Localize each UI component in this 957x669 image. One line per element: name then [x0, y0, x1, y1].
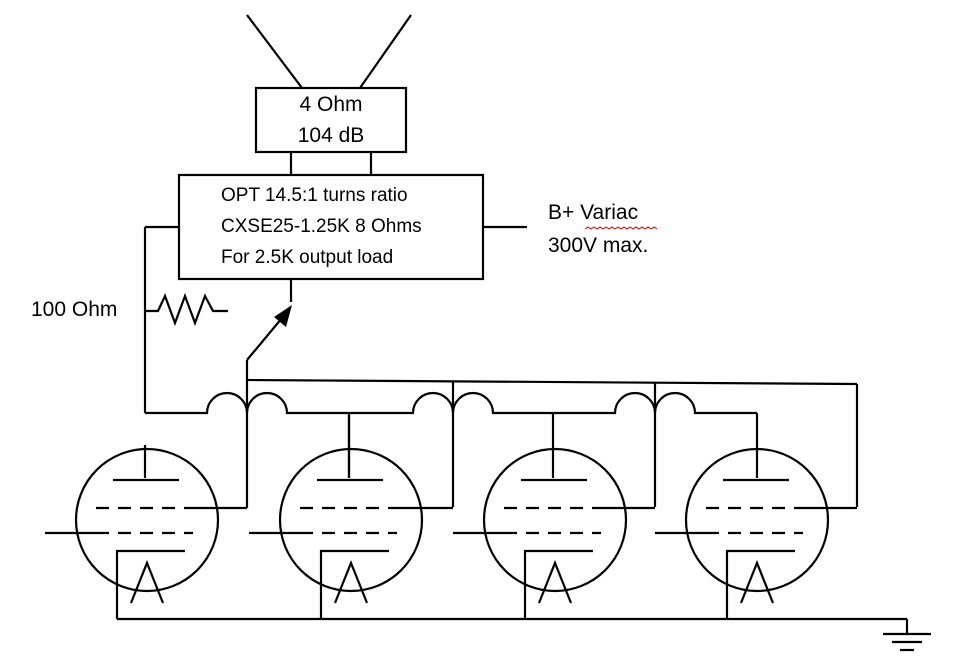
speaker-impedance-label: 4 Ohm [299, 93, 362, 116]
output-transformer: OPT 14.5:1 turns ratio CXSE25-1.25K 8 Oh… [177, 173, 485, 281]
plate-bus [145, 391, 759, 478]
supply-line-2: 300V max. [548, 234, 648, 257]
primary-lead-left [143, 225, 179, 413]
tube-1-cathode [115, 549, 185, 619]
tube-2-heater [333, 560, 369, 604]
resistor-100-ohm: 100 Ohm [31, 292, 228, 327]
transformer-line-1: OPT 14.5:1 turns ratio [221, 185, 408, 206]
tube-3-heater [537, 560, 573, 604]
tube-2-cathode [319, 549, 389, 619]
ground-bus [117, 617, 931, 652]
tube-1-heater [129, 560, 165, 604]
supply-line-1: B+ Variac [548, 201, 638, 224]
resistor-label: 100 Ohm [31, 298, 117, 321]
bplus-supply: B+ Variac 300V max. [483, 201, 658, 257]
adjustable-tap [245, 279, 293, 508]
tube-4-heater [739, 560, 775, 604]
transformer-line-2: CXSE25-1.25K 8 Ohms [221, 216, 422, 237]
tube-2 [249, 413, 453, 619]
tube-1 [45, 445, 247, 619]
tube-4-cathode [725, 549, 795, 619]
speaker-box: 4 Ohm 104 dB [254, 86, 408, 154]
screen-bus [246, 378, 859, 507]
tube-3-cathode [523, 549, 593, 619]
speaker-leads [289, 152, 373, 175]
speaker-horn [246, 14, 412, 89]
tube-4 [655, 447, 857, 619]
spellcheck-squiggle [584, 226, 658, 230]
transformer-line-3: For 2.5K output load [221, 247, 393, 268]
speaker-sensitivity-label: 104 dB [298, 124, 365, 147]
arrow-head [274, 305, 292, 327]
tube-3 [453, 447, 655, 619]
